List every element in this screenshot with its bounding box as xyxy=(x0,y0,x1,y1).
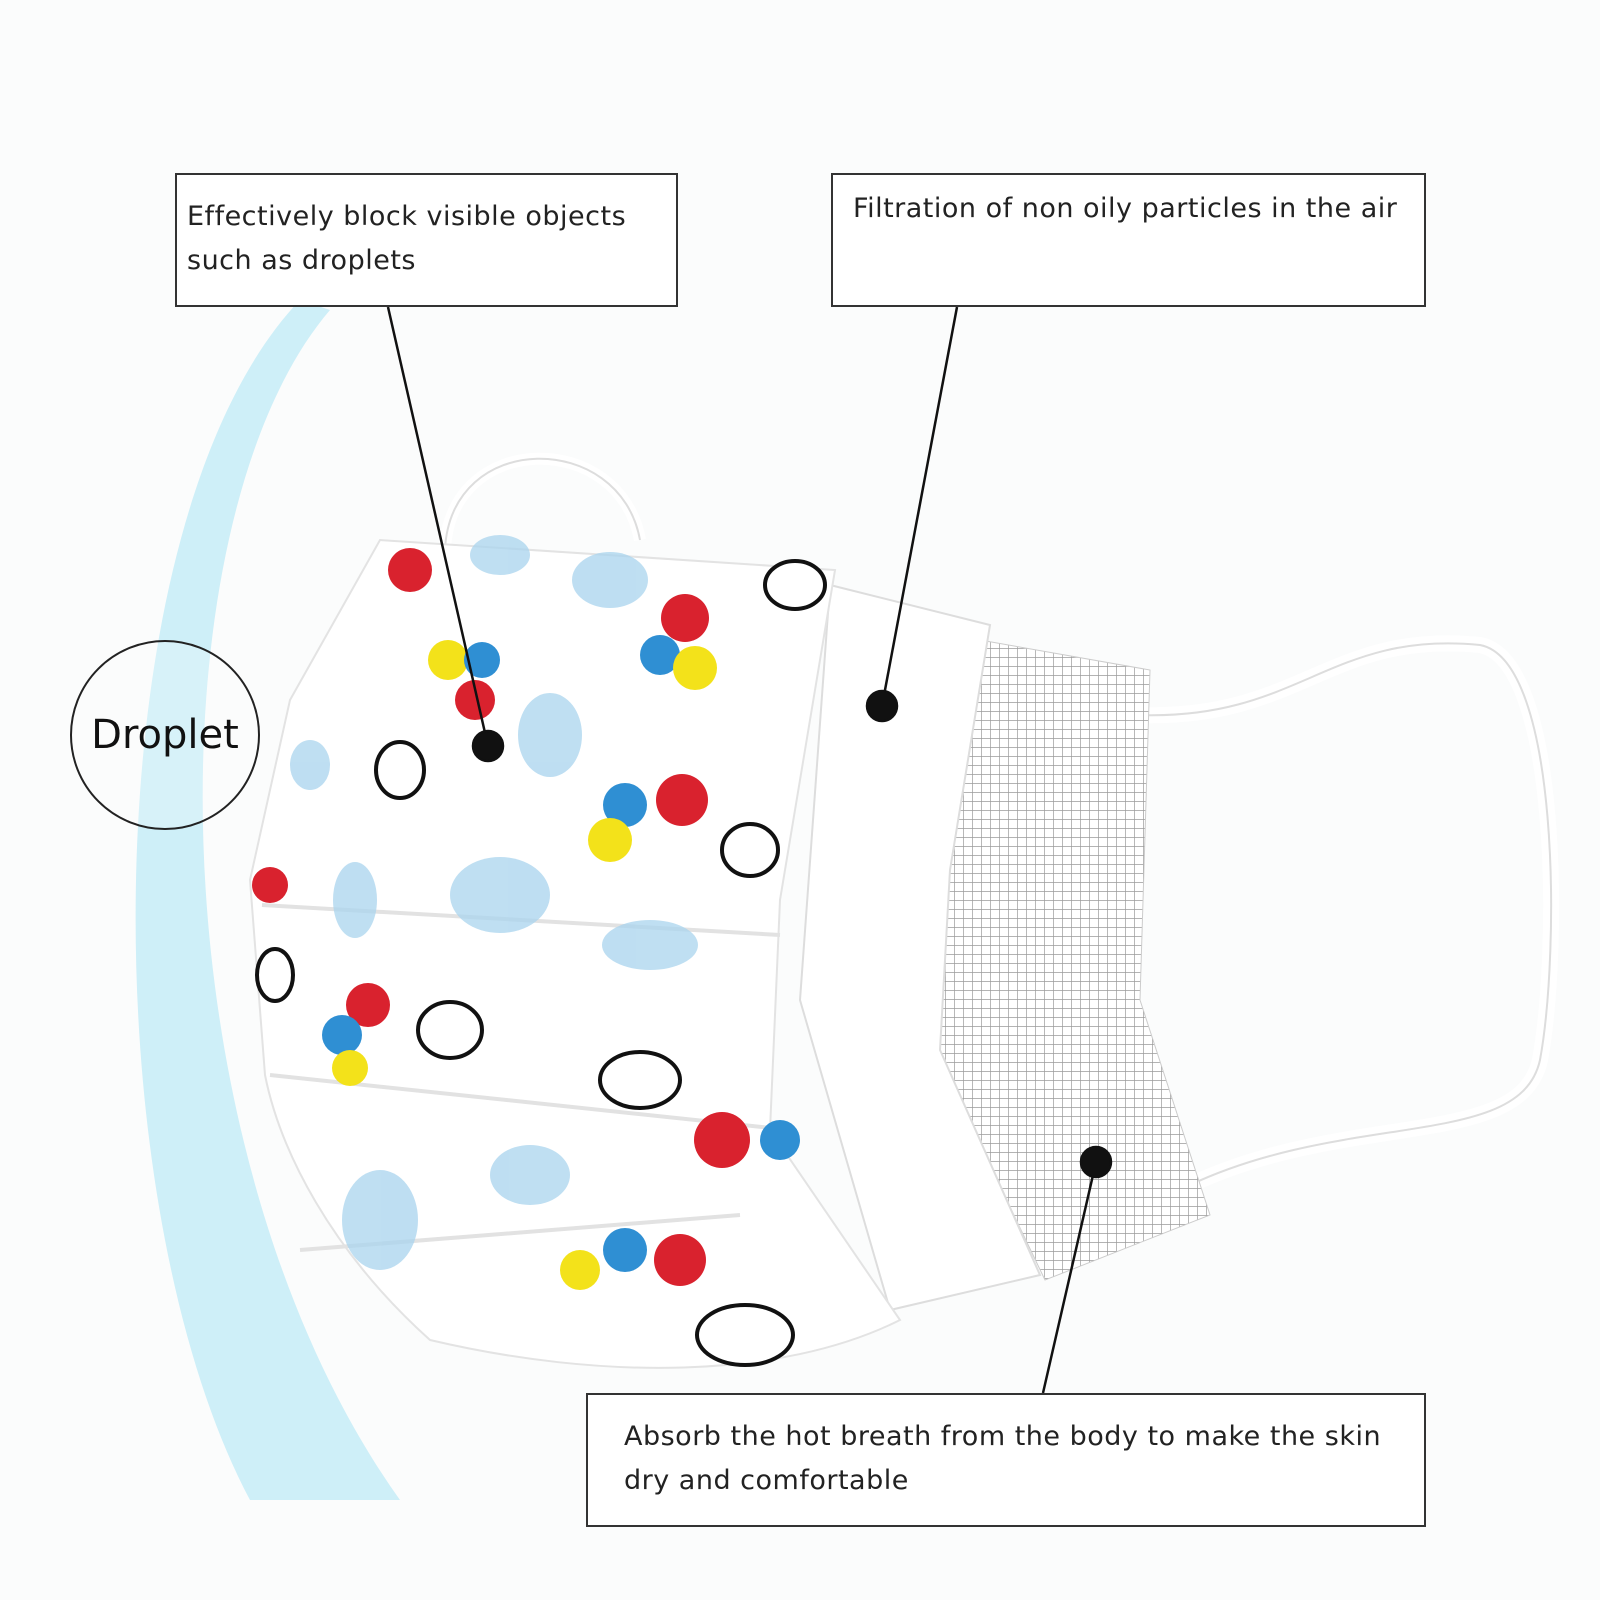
callout-text: Filtration of non oily particles in the … xyxy=(853,193,1398,224)
balloon-prints xyxy=(252,548,800,1290)
panda-prints xyxy=(255,559,827,1367)
callout-text: Absorb the hot breath from the body to m… xyxy=(624,1421,1382,1496)
callout-outer-layer: Effectively block visible objects such a… xyxy=(175,173,678,307)
marker-dot-inner xyxy=(1079,1145,1113,1179)
cloud-prints xyxy=(290,535,698,1270)
ear-loop-right xyxy=(1139,635,1560,1193)
leader-line-middle xyxy=(880,306,959,707)
callout-middle-layer: Filtration of non oily particles in the … xyxy=(831,173,1426,307)
middle-layer xyxy=(798,583,1042,1312)
droplet-label: Droplet xyxy=(91,712,239,758)
marker-dot-outer xyxy=(471,729,505,763)
droplet-shield-arc xyxy=(135,300,400,1500)
droplet-label-circle: Droplet xyxy=(70,640,260,830)
ear-loop-top xyxy=(439,452,646,551)
callout-text: Effectively block visible objects such a… xyxy=(187,201,627,276)
callout-inner-layer: Absorb the hot breath from the body to m… xyxy=(586,1393,1426,1527)
marker-dot-middle xyxy=(865,689,899,723)
leader-line-inner xyxy=(1041,1161,1098,1394)
leader-line-outer xyxy=(386,306,490,747)
